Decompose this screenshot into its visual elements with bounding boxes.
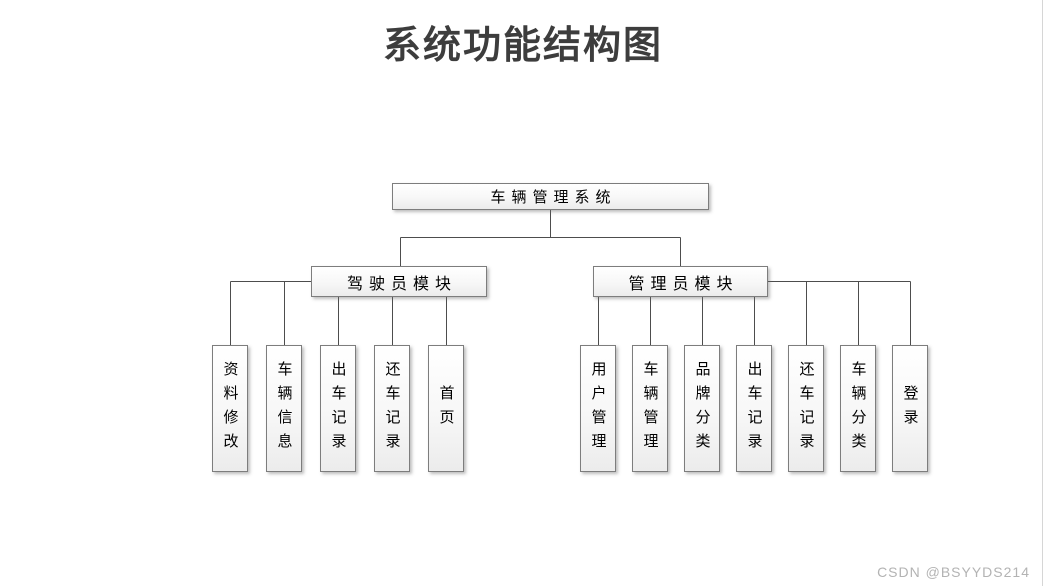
leaf-brand-category: 品牌分类 bbox=[684, 345, 720, 472]
leaf-profile-edit: 资料修改 bbox=[212, 345, 248, 472]
node-vehicle-management-system: 车辆管理系统 bbox=[392, 183, 709, 210]
node-admin-module: 管理员模块 bbox=[593, 266, 768, 297]
leaf-user-management: 用户管理 bbox=[580, 345, 616, 472]
node-label: 管理员模块 bbox=[628, 275, 739, 293]
node-label: 登录 bbox=[901, 384, 919, 433]
right-edge-line bbox=[1042, 0, 1043, 586]
node-label: 还车记录 bbox=[383, 360, 401, 457]
leaf-dispatch-records: 出车记录 bbox=[320, 345, 356, 472]
node-label: 资料修改 bbox=[221, 360, 239, 457]
node-label: 出车记录 bbox=[745, 360, 763, 457]
leaf-admin-return-records: 还车记录 bbox=[788, 345, 824, 472]
leaf-home: 首页 bbox=[428, 345, 464, 472]
node-driver-module: 驾驶员模块 bbox=[311, 266, 487, 297]
node-label: 首页 bbox=[437, 384, 455, 433]
leaf-return-records: 还车记录 bbox=[374, 345, 410, 472]
node-label: 驾驶员模块 bbox=[346, 275, 457, 293]
node-label: 品牌分类 bbox=[693, 360, 711, 457]
node-label: 车辆信息 bbox=[275, 360, 293, 457]
node-label: 车辆管理系统 bbox=[490, 189, 617, 206]
leaf-vehicle-info: 车辆信息 bbox=[266, 345, 302, 472]
diagram-title: 系统功能结构图 bbox=[382, 25, 663, 67]
leaf-login: 登录 bbox=[892, 345, 928, 472]
leaf-admin-dispatch-records: 出车记录 bbox=[736, 345, 772, 472]
node-label: 车辆分类 bbox=[849, 360, 867, 457]
node-label: 用户管理 bbox=[589, 360, 607, 457]
node-label: 车辆管理 bbox=[641, 360, 659, 457]
watermark: CSDN @BSYYDS214 bbox=[877, 564, 1030, 580]
node-label: 出车记录 bbox=[329, 360, 347, 457]
leaf-vehicle-category: 车辆分类 bbox=[840, 345, 876, 472]
leaf-vehicle-management: 车辆管理 bbox=[632, 345, 668, 472]
node-label: 还车记录 bbox=[797, 360, 815, 457]
